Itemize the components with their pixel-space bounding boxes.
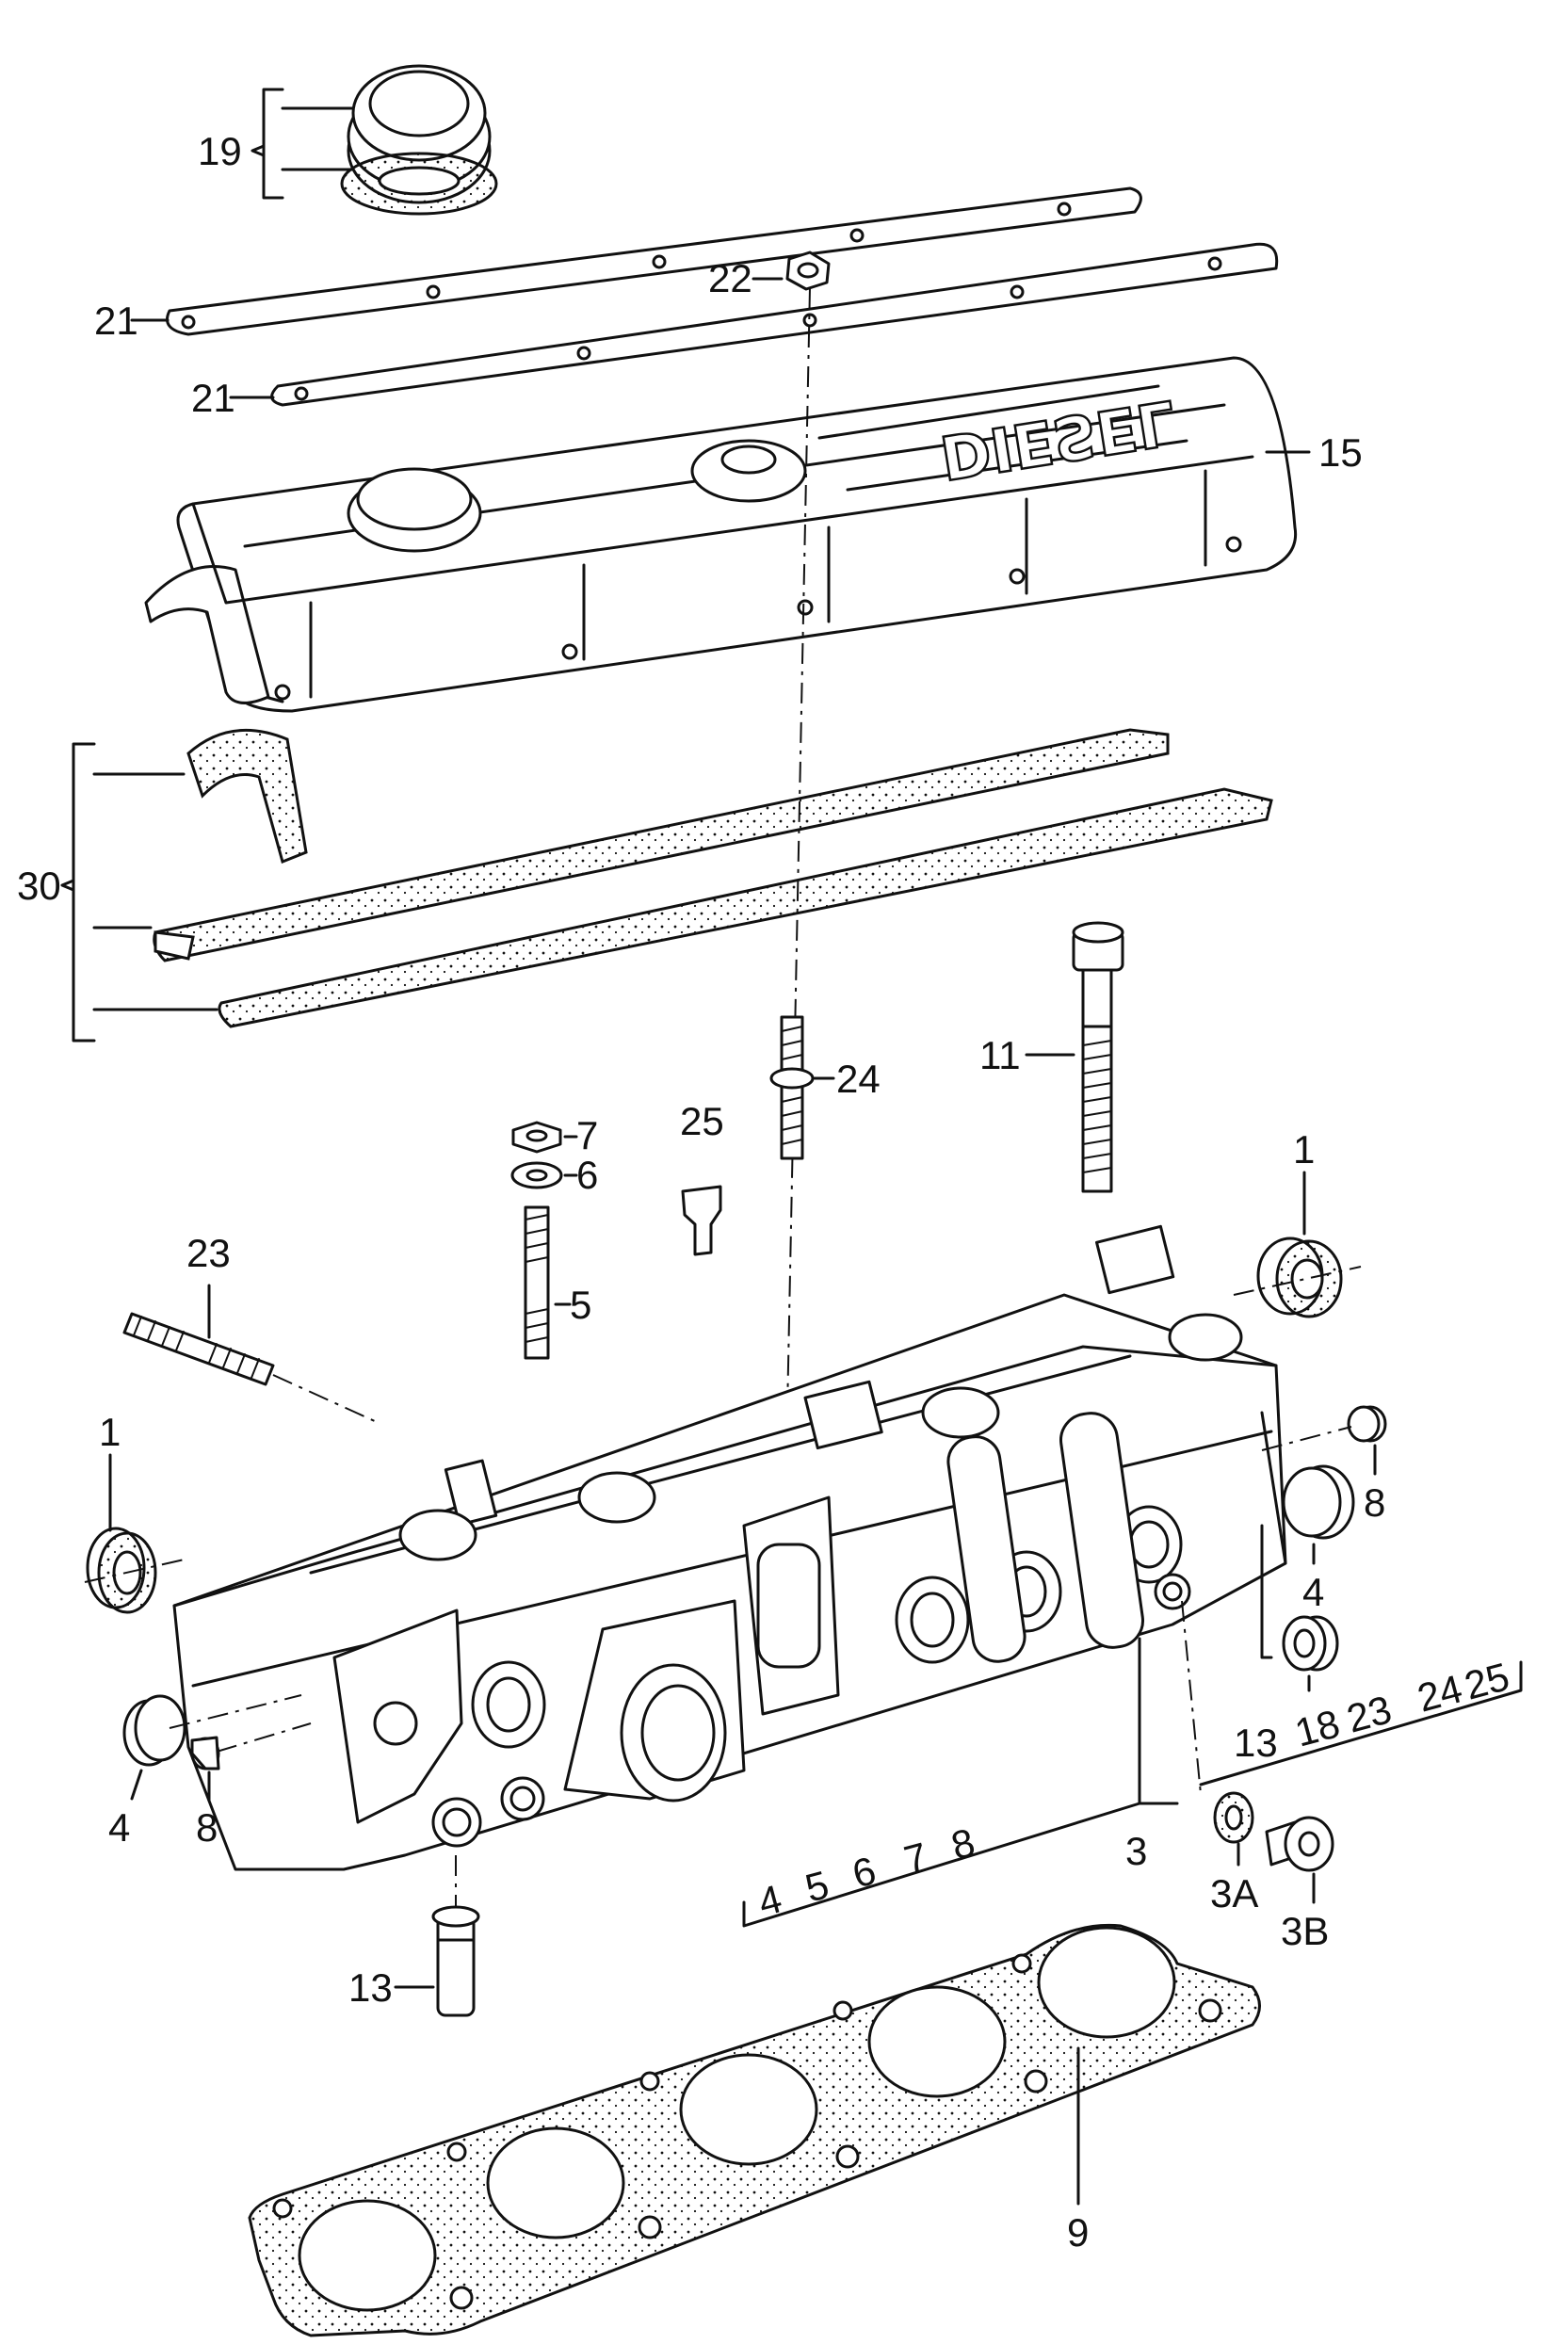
camshaft-seal-left [84,1527,189,1614]
label-19: 19 [198,129,242,173]
label-23-group: 23 [1342,1687,1396,1740]
label-24: 24 [836,1057,881,1101]
label-25: 25 [680,1099,724,1143]
label-24-group: 24 [1413,1666,1466,1720]
label-1-right: 1 [1293,1127,1315,1172]
label-22: 22 [708,256,752,300]
label-3a: 3A [1210,1871,1258,1916]
plug-8-right [1347,1405,1387,1443]
label-30: 30 [17,864,61,908]
label-21-upper: 21 [94,299,138,343]
valve-guide-13 [431,1905,480,2017]
label-13: 13 [348,1965,393,2010]
label-1-left: 1 [99,1410,121,1454]
label-3: 3 [1125,1829,1147,1873]
head-bolt-11 [1072,921,1124,1193]
cap-4-right [1282,1464,1355,1540]
nut-7 [511,1121,562,1154]
plug-8-left [190,1736,220,1770]
label-7: 7 [576,1113,598,1157]
stud-23 [122,1312,275,1386]
label-8-right: 8 [1364,1480,1385,1525]
cap-nut-22 [785,251,831,291]
label-6: 6 [576,1153,598,1197]
group-label-5: 5 [800,1862,833,1910]
bracket-30 [60,742,218,1043]
cover-gasket-30-lower [218,787,1273,1028]
label-25-group: 25 [1460,1654,1513,1707]
group-label-4: 4 [753,1876,786,1924]
stud-5 [524,1205,550,1360]
bracket-19 [251,88,355,200]
stud-24 [769,1015,815,1160]
label-4-right: 4 [1302,1570,1324,1614]
label-5: 5 [570,1283,591,1327]
label-4-left: 4 [108,1805,130,1850]
label-9: 9 [1067,2210,1089,2255]
label-18: 18 [1290,1701,1344,1754]
half-moon-seal [186,728,308,865]
cover-gasket-upper [166,186,1142,336]
cover-gasket-30-upper [153,728,1170,962]
sealing-ring-3a [1213,1791,1254,1844]
cylinder-head-cover: DIESEL [144,356,1298,713]
cover-gasket-lower [270,242,1279,407]
cylinder-head [172,1224,1287,1871]
label-15: 15 [1318,430,1363,475]
label-3b: 3B [1281,1909,1329,1953]
seal-18 [1282,1615,1339,1672]
label-23: 23 [186,1231,231,1275]
oil-filler-cap [340,64,498,216]
group-label-6: 6 [848,1848,881,1896]
label-21-lower: 21 [191,376,235,420]
label-13-group: 13 [1234,1721,1278,1765]
plug-25 [681,1185,722,1256]
label-8-left: 8 [196,1805,218,1850]
cap-4-left [122,1694,186,1767]
label-11: 11 [979,1033,1021,1077]
cylinder-head-gasket [248,1923,1261,2337]
plug-bolt-3b [1265,1816,1334,1872]
camshaft-seal-right [1233,1237,1362,1318]
washer-6 [510,1161,563,1189]
